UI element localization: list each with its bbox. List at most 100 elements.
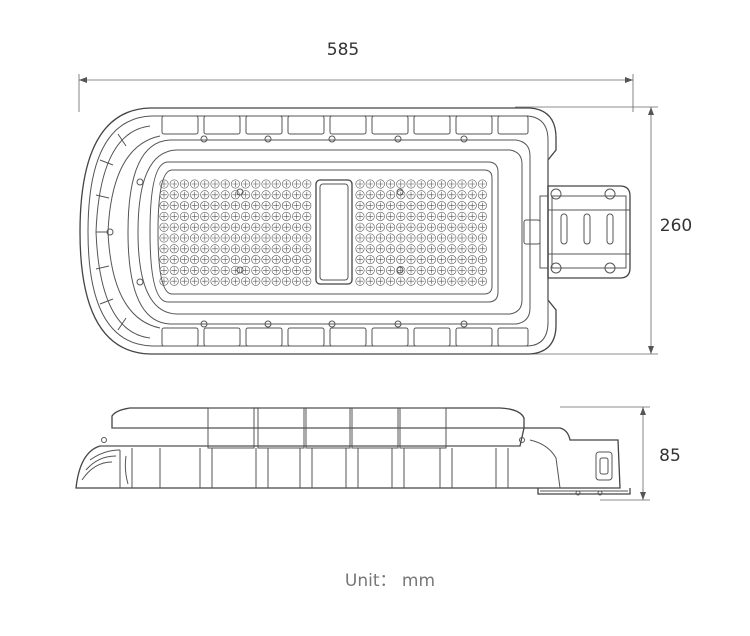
- led-lens-cross: [438, 278, 445, 285]
- led-lens-cross: [303, 224, 310, 231]
- led-lens-cross: [469, 278, 476, 285]
- led-lens: [426, 265, 436, 275]
- led-lens-cross: [397, 245, 404, 252]
- led-lens: [200, 190, 210, 200]
- led-lens: [477, 233, 487, 243]
- led-lens-cross: [191, 235, 198, 241]
- led-lens-cross: [367, 213, 374, 220]
- led-lens: [251, 276, 261, 286]
- side-bracket: [524, 427, 631, 496]
- led-lens-cross: [397, 256, 404, 263]
- led-lens: [190, 276, 200, 286]
- depth-dimension: 85: [560, 406, 681, 501]
- led-lens-cross: [201, 278, 208, 285]
- led-lens: [365, 179, 375, 189]
- led-lens: [365, 201, 375, 211]
- led-lens: [210, 211, 220, 221]
- led-lens: [169, 222, 179, 232]
- led-lens: [302, 276, 312, 286]
- led-lens-cross: [459, 245, 465, 252]
- led-lens: [251, 222, 261, 232]
- led-lens: [261, 244, 271, 254]
- led-lens-cross: [428, 235, 435, 241]
- led-lens: [281, 211, 291, 221]
- led-lens: [365, 190, 375, 200]
- led-lens: [416, 179, 426, 189]
- led-lens: [190, 233, 200, 243]
- led-lens-cross: [242, 235, 249, 241]
- led-lens-cross: [459, 181, 465, 187]
- led-lens: [200, 244, 210, 254]
- led-lens: [190, 222, 200, 232]
- led-lens-cross: [459, 213, 465, 220]
- led-lens: [302, 244, 312, 254]
- led-lens-cross: [448, 213, 455, 220]
- led-lens-cross: [212, 191, 218, 198]
- led-lens-cross: [181, 245, 188, 252]
- led-lens: [302, 255, 312, 265]
- led-lens: [200, 255, 210, 265]
- led-lens-cross: [293, 245, 300, 252]
- led-lens: [220, 222, 230, 232]
- led-lens: [159, 255, 169, 265]
- led-lens-cross: [377, 202, 384, 209]
- led-lens-cross: [438, 267, 445, 274]
- led-lens-cross: [263, 256, 269, 263]
- led-lens: [220, 233, 230, 243]
- led-lens: [426, 201, 436, 211]
- led-lens-cross: [357, 213, 363, 220]
- led-lens: [416, 211, 426, 221]
- led-lens: [386, 179, 396, 189]
- led-lens: [179, 276, 189, 286]
- led-lens: [355, 265, 365, 275]
- led-lens-cross: [191, 278, 198, 285]
- led-lens: [467, 265, 477, 275]
- led-lens-cross: [438, 202, 445, 209]
- led-lens-cross: [408, 256, 414, 263]
- led-lens-cross: [303, 278, 310, 285]
- led-lens-cross: [232, 181, 239, 187]
- led-lens: [365, 255, 375, 265]
- led-lens-cross: [459, 224, 465, 231]
- led-lens: [457, 255, 467, 265]
- led-lens: [292, 211, 302, 221]
- led-lens-cross: [212, 256, 218, 263]
- led-lens-cross: [242, 213, 249, 220]
- led-lens: [220, 265, 230, 275]
- led-lens-cross: [428, 191, 435, 198]
- led-lens: [467, 276, 477, 286]
- led-lens-cross: [252, 235, 259, 241]
- led-lens-cross: [191, 267, 198, 274]
- led-lens: [406, 211, 416, 221]
- led-lens: [447, 211, 457, 221]
- led-lens: [292, 179, 302, 189]
- led-lens-cross: [479, 256, 486, 263]
- led-lens: [159, 190, 169, 200]
- led-lens-cross: [459, 202, 465, 209]
- led-lens-cross: [448, 224, 455, 231]
- led-lens: [437, 190, 447, 200]
- center-plate: [315, 179, 353, 285]
- led-lens-cross: [459, 267, 465, 274]
- led-lens: [447, 190, 457, 200]
- led-lens: [200, 201, 210, 211]
- led-lens: [271, 201, 281, 211]
- led-lens: [406, 190, 416, 200]
- led-lens-cross: [303, 213, 310, 220]
- led-lens: [477, 255, 487, 265]
- led-lens: [355, 190, 365, 200]
- led-lens-cross: [408, 213, 414, 220]
- led-lens: [302, 233, 312, 243]
- led-lens: [302, 190, 312, 200]
- led-lens-cross: [397, 181, 404, 187]
- led-lens: [179, 190, 189, 200]
- led-lens-cross: [273, 191, 280, 198]
- led-lens: [281, 255, 291, 265]
- led-lens: [457, 222, 467, 232]
- led-lens-cross: [303, 191, 310, 198]
- led-lens: [281, 265, 291, 275]
- led-lens: [375, 222, 385, 232]
- led-lens-cross: [283, 191, 290, 198]
- led-lens: [375, 179, 385, 189]
- led-lens: [375, 201, 385, 211]
